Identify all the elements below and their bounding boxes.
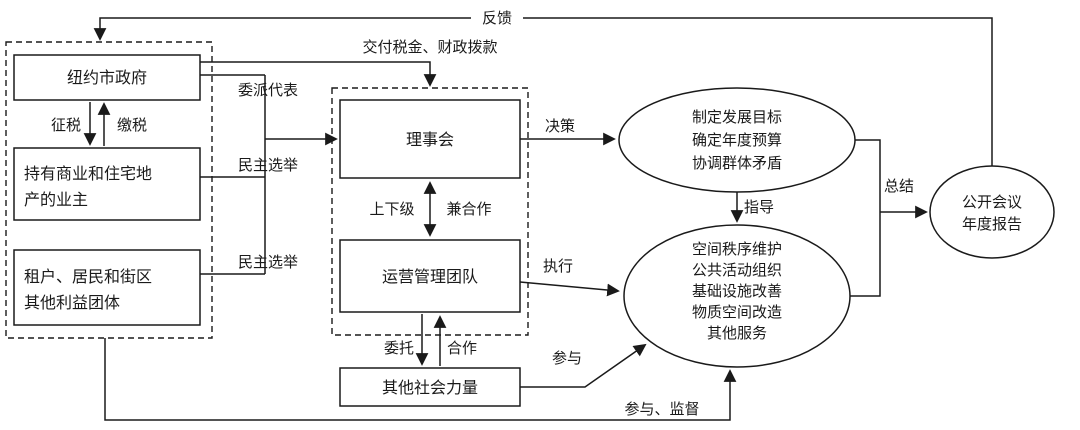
services-line2: 公共活动组织: [692, 262, 782, 279]
services-line5: 其他服务: [707, 325, 767, 342]
goals-ellipse: [618, 87, 856, 193]
services-ellipse: [623, 224, 851, 368]
report-line2: 年度报告: [962, 216, 1022, 233]
join-arrow: [520, 343, 647, 388]
feedback-label-mask: [471, 8, 523, 28]
mid-dashed-group: [331, 87, 529, 336]
feedback-arrow: [93, 17, 993, 166]
join-supervise-label: 参与、监督: [624, 401, 699, 418]
relation-left-label: 上下级: [369, 201, 414, 218]
other-forces-box: [339, 367, 521, 407]
nyc-gov-box: [13, 54, 201, 101]
tax-down-label: 征税: [51, 117, 81, 134]
guide-label: 指导: [744, 199, 774, 216]
entrust-label: 委托: [384, 340, 414, 357]
board-box: [339, 99, 521, 179]
elect1-label: 民主选举: [238, 157, 298, 174]
execute-arrow: [519, 281, 620, 297]
owners-box: [13, 147, 201, 221]
owners-label-line2: 产的业主: [24, 191, 88, 209]
report-line1: 公开会议: [962, 194, 1022, 211]
tenants-label-line1: 租户、居民和街区: [24, 268, 152, 286]
other-forces-label: 其他社会力量: [382, 379, 478, 397]
board-label: 理事会: [406, 131, 454, 149]
elect2-label: 民主选举: [238, 254, 298, 271]
pay-tax-arrow: [200, 61, 437, 87]
delegate-label: 委派代表: [238, 82, 298, 99]
report-ellipse: [929, 165, 1055, 259]
relation-right-label: 兼合作: [446, 201, 491, 218]
services-line4: 物质空间改造: [692, 304, 782, 321]
feedback-label: 反馈: [482, 10, 512, 27]
services-line3: 基础设施改善: [692, 283, 782, 300]
ops-team-label: 运营管理团队: [382, 268, 478, 286]
summary-label: 总结: [884, 178, 914, 195]
services-line1: 空间秩序维护: [692, 241, 782, 258]
decide-label: 决策: [545, 118, 575, 135]
goals-line2: 确定年度预算: [692, 131, 782, 149]
tax-up-label: 缴税: [117, 117, 147, 134]
tenants-label-line2: 其他利益团体: [24, 294, 120, 312]
cooperate-label: 合作: [447, 340, 477, 357]
join-label: 参与: [552, 350, 582, 367]
tenants-box: [13, 249, 201, 326]
goals-line3: 协调群体矛盾: [692, 155, 782, 172]
left-dashed-group: [5, 41, 213, 339]
nyc-gov-label: 纽约市政府: [67, 69, 147, 87]
summary-merge-line: [850, 139, 881, 297]
owners-label-line1: 持有商业和住宅地: [24, 165, 152, 183]
ops-team-box: [339, 239, 521, 313]
execute-label: 执行: [543, 258, 573, 275]
join-supervise-arrow: [104, 338, 737, 421]
pay-tax-label: 交付税金、财政拨款: [362, 38, 497, 56]
goals-line1: 制定发展目标: [692, 109, 782, 126]
